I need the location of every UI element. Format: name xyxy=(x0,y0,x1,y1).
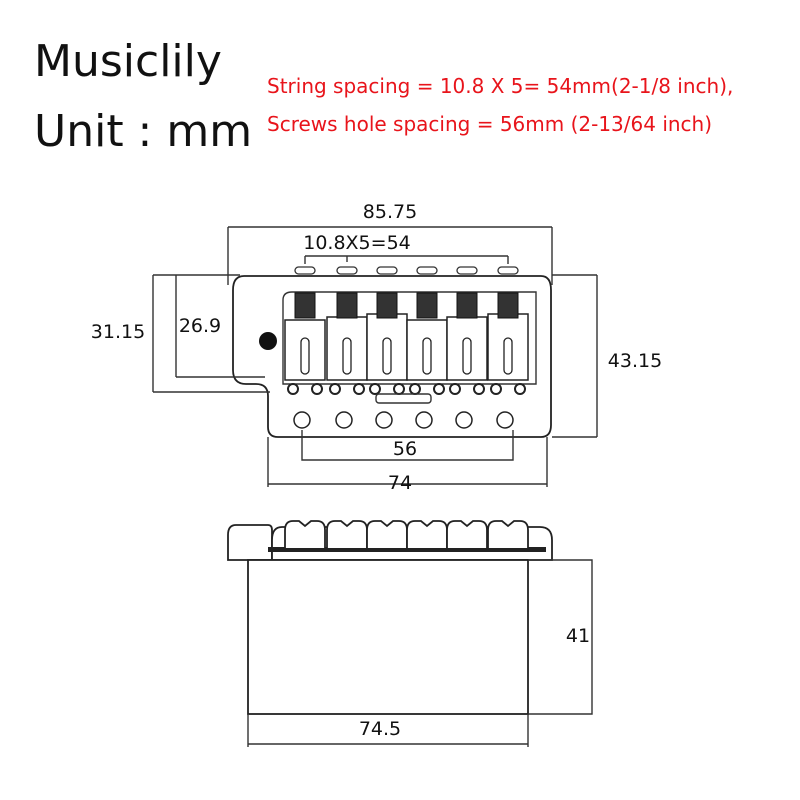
mounting-hole-icon xyxy=(259,332,277,350)
screw-hole-icon xyxy=(455,411,473,429)
string-hole xyxy=(456,266,478,275)
string-spacing-label: 10.8X5=54 xyxy=(303,232,411,254)
side-saddle xyxy=(487,520,529,548)
side-saddle xyxy=(284,520,326,548)
saddle-screw-icon xyxy=(456,292,478,319)
saddle xyxy=(487,313,529,381)
unit-label: Unit : mm xyxy=(34,106,253,157)
block-width-label: 74.5 xyxy=(359,718,401,740)
intonation-screw-icon xyxy=(473,383,485,395)
string-hole xyxy=(294,266,316,275)
string-slot xyxy=(422,337,432,375)
side-saddle xyxy=(446,520,488,548)
screw-hole-icon xyxy=(375,411,393,429)
intonation-screw-icon xyxy=(287,383,299,395)
intonation-screw-icon xyxy=(393,383,405,395)
string-slot xyxy=(382,337,392,375)
intonation-screw-icon xyxy=(409,383,421,395)
screw-spacing-label: 56 xyxy=(393,438,417,460)
right-height-label: 43.15 xyxy=(608,350,662,372)
saddle xyxy=(406,319,448,381)
string-slot xyxy=(300,337,310,375)
string-hole xyxy=(336,266,358,275)
string-hole xyxy=(497,266,519,275)
intonation-screw-icon xyxy=(514,383,526,395)
saddle-screw-icon xyxy=(376,292,398,319)
screw-hole-icon xyxy=(293,411,311,429)
side-saddle xyxy=(406,520,448,548)
upper-depth-label: 26.9 xyxy=(179,315,221,337)
string-slot xyxy=(462,337,472,375)
screw-hole-icon xyxy=(415,411,433,429)
string-hole xyxy=(376,266,398,275)
intonation-screw-icon xyxy=(311,383,323,395)
intonation-screw-icon xyxy=(433,383,445,395)
saddle xyxy=(366,313,408,381)
string-slot xyxy=(503,337,513,375)
saddle xyxy=(284,319,326,381)
logo-plate xyxy=(375,393,432,404)
intonation-screw-icon xyxy=(353,383,365,395)
saddle xyxy=(326,316,368,381)
saddle-screw-icon xyxy=(294,292,316,319)
bridge-side-view xyxy=(227,520,553,715)
block-height-label: 41 xyxy=(566,625,590,647)
screw-hole-icon xyxy=(335,411,353,429)
side-saddle xyxy=(366,520,408,548)
brand-title: Musiclily xyxy=(34,36,222,87)
screw-spacing-note: Screws hole spacing = 56mm (2-13/64 inch… xyxy=(267,112,713,136)
string-hole xyxy=(416,266,438,275)
overall-width-label: 85.75 xyxy=(363,201,417,223)
saddle-screw-icon xyxy=(497,292,519,319)
saddle-screw-icon xyxy=(416,292,438,319)
saddle xyxy=(446,316,488,381)
bridge-top-view xyxy=(232,266,552,438)
side-saddle xyxy=(326,520,368,548)
intonation-screw-icon xyxy=(329,383,341,395)
dimension-lines-side xyxy=(247,559,593,747)
string-spacing-note: String spacing = 10.8 X 5= 54mm(2-1/8 in… xyxy=(267,74,734,98)
screw-hole-icon xyxy=(496,411,514,429)
string-slot xyxy=(342,337,352,375)
dimension-lines-top xyxy=(152,226,598,487)
total-depth-label: 31.15 xyxy=(91,321,145,343)
intonation-screw-icon xyxy=(369,383,381,395)
saddle-screw-icon xyxy=(336,292,358,319)
intonation-screw-icon xyxy=(490,383,502,395)
plate-width-label: 74 xyxy=(388,472,412,494)
intonation-screw-icon xyxy=(449,383,461,395)
